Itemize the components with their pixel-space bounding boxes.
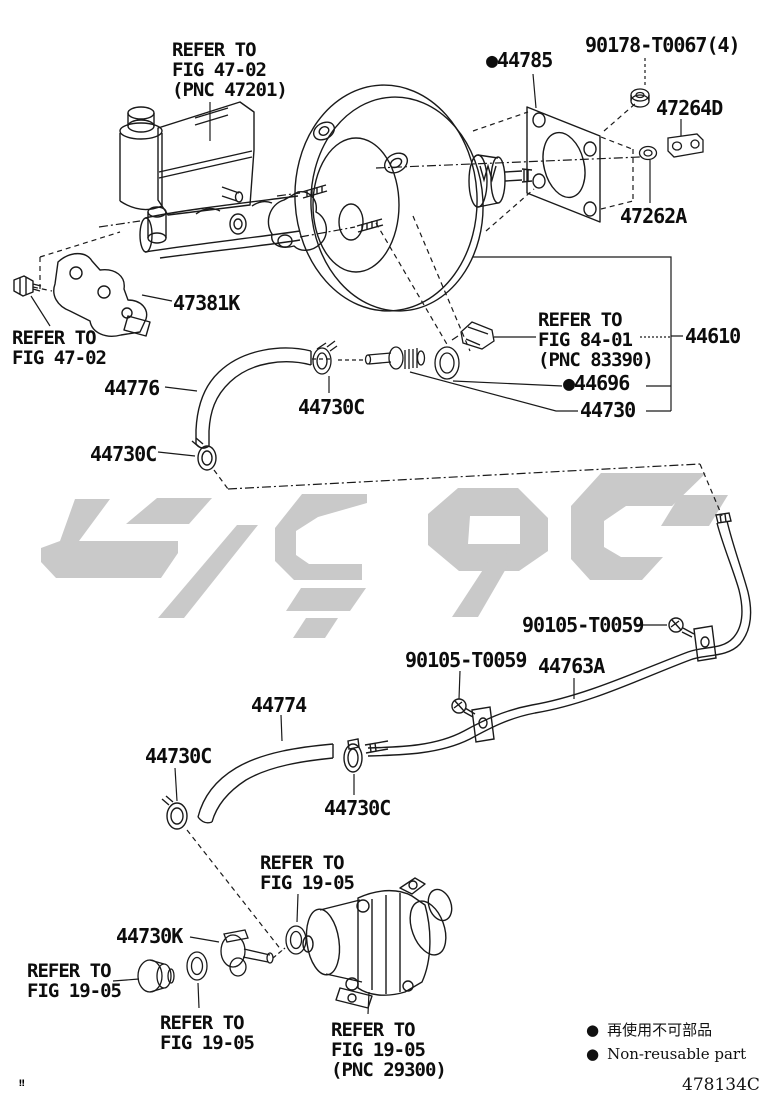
- bullet-icon: ●: [586, 1021, 600, 1039]
- part-label-44730c-2: 44730C: [90, 442, 157, 466]
- part-label-47381k: 47381K: [173, 291, 240, 315]
- hose-44776: [191, 347, 312, 471]
- part-label-44763a: 44763A: [538, 654, 605, 678]
- part-label-47262a: 47262A: [620, 204, 687, 228]
- part-label-44785: ●44785: [486, 48, 553, 72]
- brake-pump: [302, 877, 453, 1009]
- hose-44774: [161, 738, 389, 830]
- part-label-44776: 44776: [104, 376, 160, 400]
- part-label-47264d: 47264D: [656, 96, 723, 120]
- non-reusable-legend: ● 再使用不可部品 ● Non-reusable part: [586, 1018, 746, 1066]
- part-label-44774: 44774: [251, 693, 307, 717]
- part-label-44696: ●44696: [563, 371, 630, 395]
- figure-code: 478134C: [682, 1075, 760, 1095]
- part-label-90105-1: 90105-T0059: [522, 613, 644, 637]
- bullet-icon: ●: [586, 1045, 600, 1063]
- legend-jp-text: 再使用不可部品: [607, 1021, 713, 1039]
- part-label-44730c-1: 44730C: [298, 395, 365, 419]
- part-label-90178-t0067: 90178-T0067(4): [585, 33, 741, 57]
- mc-bracket: [13, 252, 151, 337]
- part-label-44610: 44610: [685, 324, 741, 348]
- legend-en-text: Non-reusable part: [607, 1045, 747, 1063]
- part-label-44730k: 44730K: [116, 924, 183, 948]
- brake-booster: [294, 84, 533, 312]
- tube-44763a: [367, 512, 752, 757]
- part-label-44730c-4: 44730C: [324, 796, 391, 820]
- inlet-fitting-group: [137, 925, 307, 993]
- part-label-44730: 44730: [580, 398, 636, 422]
- watermark-logo: [41, 473, 728, 638]
- assembly-lines: [32, 58, 723, 959]
- booster-gasket: [526, 106, 601, 223]
- corner-mark: ‼: [19, 1079, 25, 1089]
- check-valve-group: [312, 321, 495, 380]
- master-cylinder: [119, 101, 327, 259]
- part-label-90105-2: 90105-T0059: [405, 648, 527, 672]
- mounting-hardware: [630, 88, 704, 161]
- part-label-44730c-3: 44730C: [145, 744, 212, 768]
